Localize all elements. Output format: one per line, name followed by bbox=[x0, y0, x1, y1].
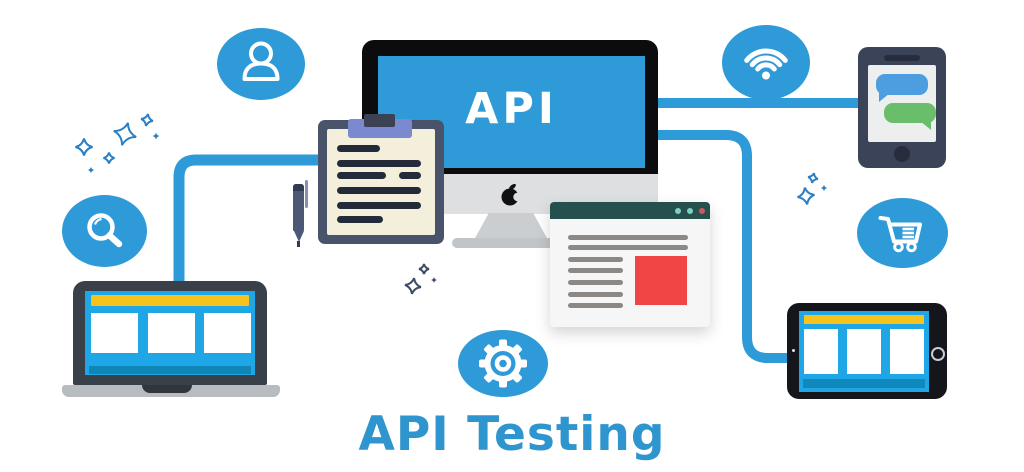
wifi-badge bbox=[722, 25, 810, 100]
browser-text-line bbox=[568, 268, 623, 273]
document-line bbox=[337, 160, 421, 167]
pen-cap bbox=[293, 184, 304, 191]
apple-logo-icon bbox=[501, 183, 522, 206]
document-line bbox=[337, 216, 383, 223]
search-icon bbox=[87, 213, 123, 248]
search-badge bbox=[62, 195, 147, 267]
browser-text-line bbox=[568, 303, 623, 308]
tablet-camera bbox=[931, 347, 945, 361]
chat-bubble-green bbox=[884, 103, 936, 130]
document-line bbox=[337, 172, 386, 179]
sparkles-left bbox=[76, 113, 160, 174]
browser-header bbox=[550, 202, 710, 219]
laptop-header-bar bbox=[91, 295, 249, 306]
wifi-icon bbox=[744, 48, 788, 80]
browser-dot-icon bbox=[675, 208, 681, 214]
browser-close-dot-icon bbox=[699, 208, 705, 214]
browser-text-line bbox=[568, 292, 623, 297]
phone-speaker bbox=[884, 55, 920, 61]
pen-body bbox=[293, 184, 304, 231]
browser-text-line bbox=[568, 235, 688, 240]
browser-dot-icon bbox=[687, 208, 693, 214]
tablet-panel bbox=[847, 329, 881, 374]
user-badge bbox=[217, 28, 305, 100]
connector-monitor-to-tablet bbox=[650, 130, 792, 363]
pen-clip bbox=[305, 180, 308, 208]
tablet-panel bbox=[804, 329, 838, 374]
gear-icon bbox=[479, 339, 527, 388]
tablet-header-bar bbox=[804, 315, 924, 324]
phone-home-button bbox=[894, 146, 910, 162]
document-line bbox=[399, 172, 421, 179]
laptop-panel bbox=[148, 313, 195, 353]
pen-nib bbox=[297, 241, 300, 247]
document-line bbox=[337, 145, 380, 152]
tablet-side-dot bbox=[792, 349, 795, 352]
sparkles-right bbox=[796, 172, 828, 206]
monitor-screen-label: API bbox=[465, 84, 558, 134]
clipboard-clip-tab bbox=[364, 114, 395, 127]
laptop-panel bbox=[91, 313, 138, 353]
document-line bbox=[337, 202, 421, 209]
sparkles-navy bbox=[404, 264, 437, 295]
connector-clipboard-to-laptop bbox=[173, 154, 322, 288]
chat-bubble-blue bbox=[876, 74, 928, 102]
browser-image-placeholder bbox=[635, 256, 687, 305]
laptop-panel bbox=[204, 313, 251, 353]
browser-text-line bbox=[568, 280, 623, 285]
document-line bbox=[337, 187, 421, 194]
page-title: API Testing bbox=[358, 407, 666, 462]
browser-text-line bbox=[568, 257, 623, 262]
user-icon bbox=[242, 41, 280, 81]
shopping-cart-icon bbox=[878, 216, 922, 253]
browser-text-line bbox=[568, 245, 688, 250]
tablet-panel bbox=[890, 329, 924, 374]
tablet-footer-bar bbox=[803, 379, 925, 388]
laptop-hinge-notch bbox=[142, 385, 192, 393]
gear-badge bbox=[458, 330, 548, 397]
monitor-base bbox=[452, 238, 570, 248]
cart-badge bbox=[857, 198, 948, 268]
pen-tip bbox=[294, 231, 304, 242]
laptop-footer-bar bbox=[89, 366, 251, 374]
